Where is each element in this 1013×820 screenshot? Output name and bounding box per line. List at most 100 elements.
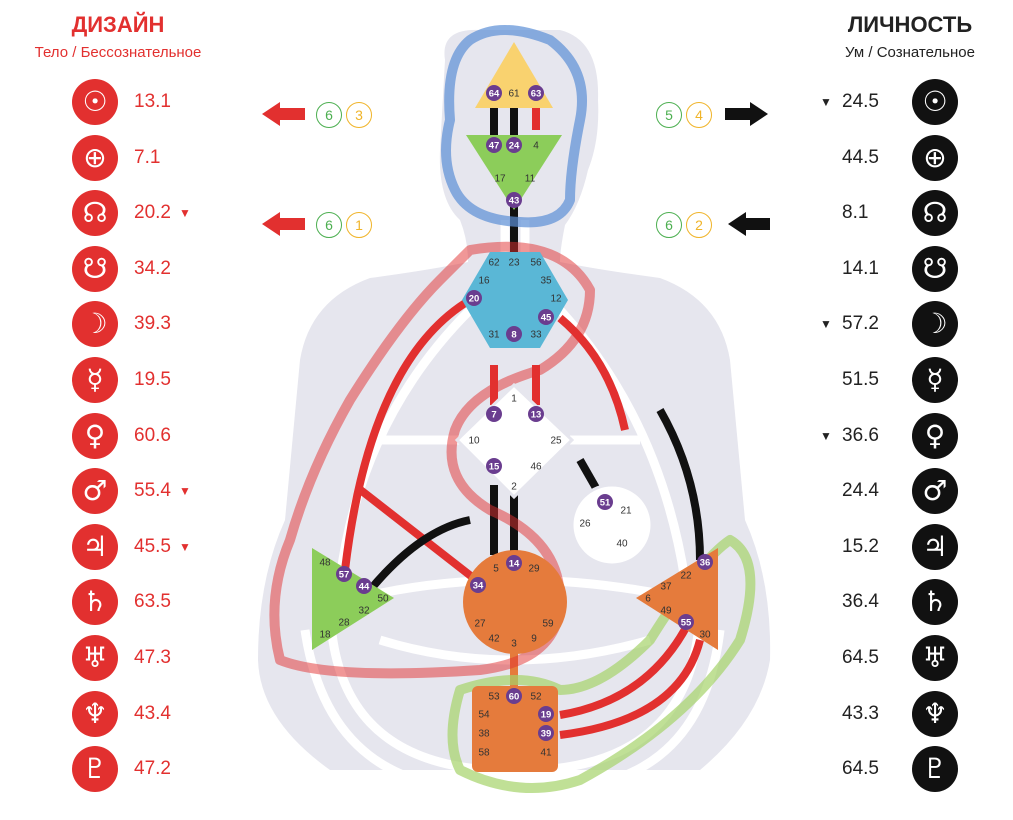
gate-g-label: 13: [531, 410, 542, 421]
gate-ajna-label: 24: [509, 141, 520, 152]
design-top-variable-b: 3: [346, 102, 372, 128]
gate-spleen-label: 32: [358, 606, 370, 617]
design-row-mercury: ☿ 19.5: [72, 357, 179, 403]
personality-top-variable-b: 4: [686, 102, 712, 128]
gate-throat-label: 33: [530, 330, 542, 341]
personality-value: 14.1: [842, 257, 879, 279]
gate-root-label: 39: [541, 729, 552, 740]
gate-root-label: 53: [488, 692, 500, 703]
gate-g-label: 10: [468, 436, 480, 447]
personality-value: 24.5: [842, 91, 879, 112]
south-node-icon: ☋: [912, 245, 958, 292]
gate-active-marker: [538, 309, 554, 325]
gate-throat-label: 20: [469, 294, 480, 305]
personality-value: 36.4: [842, 591, 879, 613]
gate-active-marker: [486, 137, 502, 153]
design-value: 45.5: [134, 535, 171, 557]
venus-icon: ♀: [72, 412, 118, 459]
design-value: 55.4: [134, 480, 171, 502]
gate-sacral-label: 59: [542, 619, 554, 630]
sacral-center: [463, 550, 567, 654]
gate-throat-label: 56: [530, 258, 542, 269]
gate-active-marker: [486, 85, 502, 101]
gate-root-label: 38: [478, 729, 490, 740]
design-row-north-node: ☊20.2▼: [72, 190, 191, 237]
venus-icon: ♀: [912, 412, 958, 459]
gate-throat-label: 23: [508, 258, 520, 269]
gate-active-marker: [470, 577, 486, 593]
triangle-down-icon: ▼: [820, 317, 832, 332]
design-row-moon: ☽39.3: [72, 301, 179, 348]
design-value: 19.5: [134, 369, 171, 390]
gate-throat-label: 8: [511, 330, 516, 341]
gate-active-marker: [486, 406, 502, 422]
gate-root-label: 41: [540, 748, 552, 759]
personality-row-saturn: 36.4♄: [820, 579, 958, 626]
personality-top-arrow-icon: [725, 102, 768, 126]
gate-root-label: 52: [530, 692, 542, 703]
ajna-center: [466, 135, 562, 210]
design-row-neptune: ♆43.4: [72, 690, 179, 737]
gate-active-marker: [597, 494, 613, 510]
gate-g-label: 1: [511, 394, 517, 405]
north-node-icon: ☊: [72, 190, 118, 237]
gate-active-marker: [506, 192, 522, 208]
gate-active-marker: [697, 554, 713, 570]
gate-g-label: 2: [511, 482, 517, 493]
personality-value: 64.5: [842, 758, 879, 780]
design-row-sun: ☉13.1: [72, 79, 179, 125]
gate-root-label: 19: [541, 710, 552, 721]
personality-bottom-variable-b: 2: [686, 212, 712, 238]
gate-solar-plexus-label: 49: [660, 606, 672, 617]
gate-active-marker: [486, 458, 502, 474]
blue-loop: [441, 25, 587, 228]
personality-value: 15.2: [842, 535, 879, 557]
gate-active-marker: [678, 614, 694, 630]
variable-arrows: [262, 102, 770, 236]
gate-active-marker: [506, 555, 522, 571]
personality-subtitle: Ум / Сознательное: [845, 44, 975, 61]
design-value: 39.3: [134, 313, 171, 335]
heart-center: [570, 483, 654, 567]
gate-root-label: 60: [509, 692, 520, 703]
gate-throat-label: 12: [550, 294, 562, 305]
neptune-icon: ♆: [72, 690, 118, 737]
gate-active-marker: [538, 706, 554, 722]
personality-value: 44.5: [842, 146, 879, 168]
personality-row-jupiter: 15.2♃: [820, 523, 958, 570]
gate-active-marker: [336, 566, 352, 582]
gate-active-marker: [506, 326, 522, 342]
mars-icon: ♂: [72, 468, 118, 515]
triangle-down-icon: ▼: [820, 428, 832, 443]
gate-solar-plexus-label: 55: [681, 618, 692, 629]
mercury-icon: ☿: [912, 357, 958, 403]
centers: [312, 42, 718, 772]
mercury-icon: ☿: [72, 357, 118, 403]
spleen-center: [312, 548, 394, 650]
design-value: 63.5: [134, 591, 171, 613]
design-row-jupiter: ♃45.5▼: [72, 523, 191, 570]
gate-head-label: 63: [531, 89, 542, 100]
channel-26-44: [366, 516, 471, 593]
personality-row-venus: ▼36.6♀: [820, 412, 958, 459]
personality-row-mars: 24.4♂: [820, 468, 958, 515]
gate-throat-label: 62: [488, 258, 500, 269]
channel-12-22: [656, 408, 704, 561]
design-value: 47.2: [134, 758, 171, 780]
uranus-icon: ♅: [72, 635, 118, 681]
channel-19-49: [559, 618, 694, 719]
gate-sacral-label: 42: [488, 634, 500, 645]
design-row-venus: ♀60.6: [72, 412, 179, 459]
throat-center: [462, 252, 568, 348]
design-value: 20.2: [134, 202, 171, 224]
personality-row-mercury: 51.5☿: [820, 357, 958, 403]
design-subtitle: Тело / Бессознательное: [34, 44, 202, 61]
design-title: ДИЗАЙН: [71, 12, 165, 37]
gate-root-label: 54: [478, 710, 490, 721]
solar-plexus-center: [636, 548, 718, 650]
gate-sacral-label: 29: [528, 564, 540, 575]
south-node-icon: ☋: [72, 245, 118, 292]
pluto-icon: ♇: [912, 746, 958, 793]
moon-icon: ☽: [912, 301, 958, 348]
